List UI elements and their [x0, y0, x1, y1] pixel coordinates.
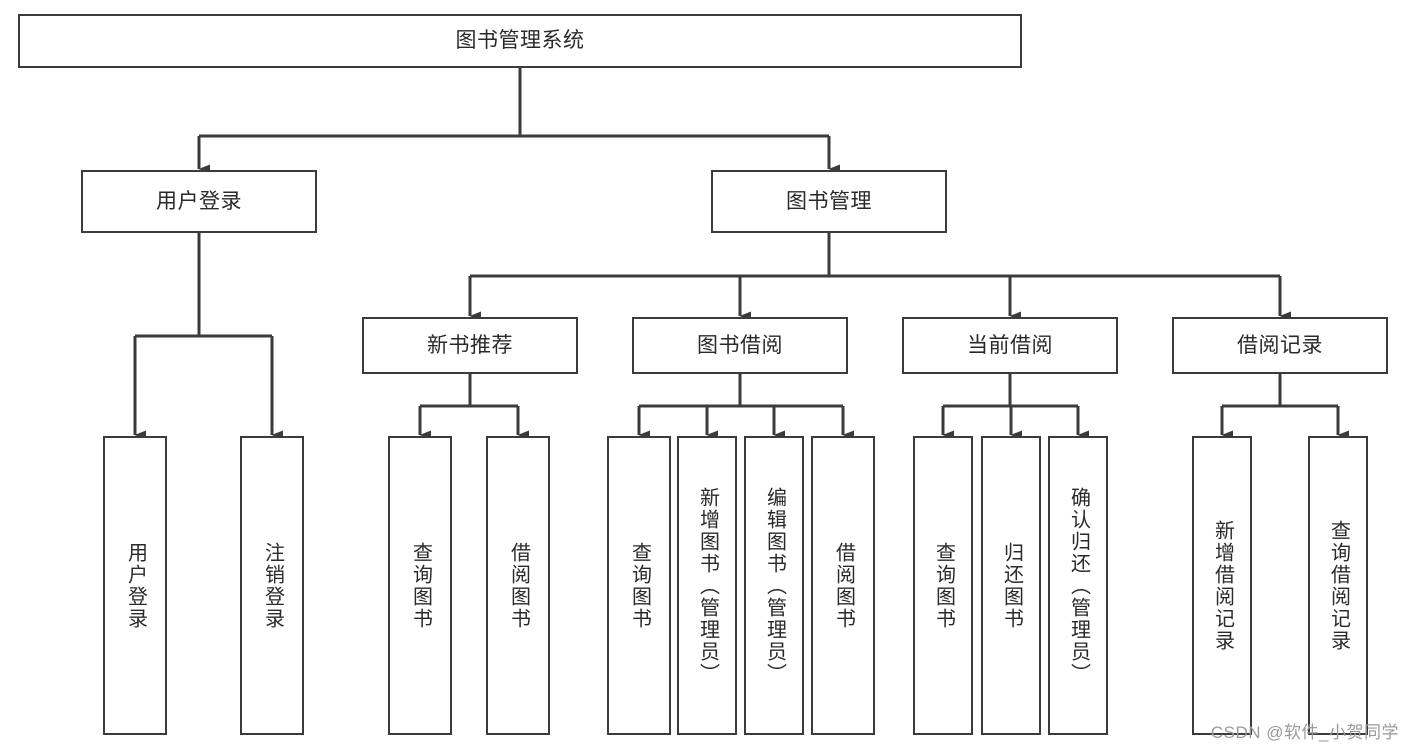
node-leaf02[interactable]: 注销登录 [240, 436, 304, 735]
node-leaf05[interactable]: 查询图书 [607, 436, 671, 735]
node-label-l2c: 当前借阅 [967, 333, 1053, 357]
edge-group [133, 68, 1349, 440]
node-l2d[interactable]: 借阅记录 [1172, 317, 1388, 374]
node-l2b[interactable]: 图书借阅 [632, 317, 848, 374]
node-label-leaf06: 新增图书（管理员） [696, 486, 719, 685]
node-leaf04[interactable]: 借阅图书 [486, 436, 550, 735]
node-leaf08[interactable]: 借阅图书 [811, 436, 875, 735]
node-l1a[interactable]: 用户登录 [81, 170, 317, 233]
node-label-leaf02: 注销登录 [261, 541, 284, 630]
node-leaf03[interactable]: 查询图书 [388, 436, 452, 735]
node-leaf01[interactable]: 用户登录 [103, 436, 167, 735]
node-label-leaf08: 借阅图书 [832, 541, 855, 630]
node-label-leaf09: 查询图书 [932, 541, 955, 630]
node-label-l2a: 新书推荐 [427, 333, 513, 357]
node-leaf10[interactable]: 归还图书 [981, 436, 1041, 735]
node-label-leaf07: 编辑图书（管理员） [763, 486, 786, 685]
node-label-leaf13: 查询借阅记录 [1327, 519, 1350, 652]
node-root[interactable]: 图书管理系统 [18, 14, 1022, 68]
node-label-leaf04: 借阅图书 [507, 541, 530, 630]
node-label-l1a: 用户登录 [156, 189, 242, 213]
node-l1b[interactable]: 图书管理 [711, 170, 947, 233]
node-label-leaf11: 确认归还（管理员） [1067, 486, 1090, 685]
node-l2c[interactable]: 当前借阅 [902, 317, 1118, 374]
node-label-root: 图书管理系统 [455, 29, 585, 53]
node-label-l2b: 图书借阅 [697, 333, 783, 357]
node-leaf13[interactable]: 查询借阅记录 [1308, 436, 1368, 735]
node-leaf07[interactable]: 编辑图书（管理员） [744, 436, 804, 735]
node-label-l1b: 图书管理 [786, 189, 872, 213]
node-leaf06[interactable]: 新增图书（管理员） [677, 436, 737, 735]
node-label-leaf12: 新增借阅记录 [1211, 519, 1234, 652]
node-l2a[interactable]: 新书推荐 [362, 317, 578, 374]
node-label-leaf10: 归还图书 [1000, 541, 1023, 630]
node-label-l2d: 借阅记录 [1237, 333, 1323, 357]
node-label-leaf05: 查询图书 [628, 541, 651, 630]
node-label-leaf03: 查询图书 [409, 541, 432, 630]
node-leaf12[interactable]: 新增借阅记录 [1192, 436, 1252, 735]
node-leaf11[interactable]: 确认归还（管理员） [1048, 436, 1108, 735]
node-label-leaf01: 用户登录 [124, 541, 147, 630]
node-leaf09[interactable]: 查询图书 [913, 436, 973, 735]
